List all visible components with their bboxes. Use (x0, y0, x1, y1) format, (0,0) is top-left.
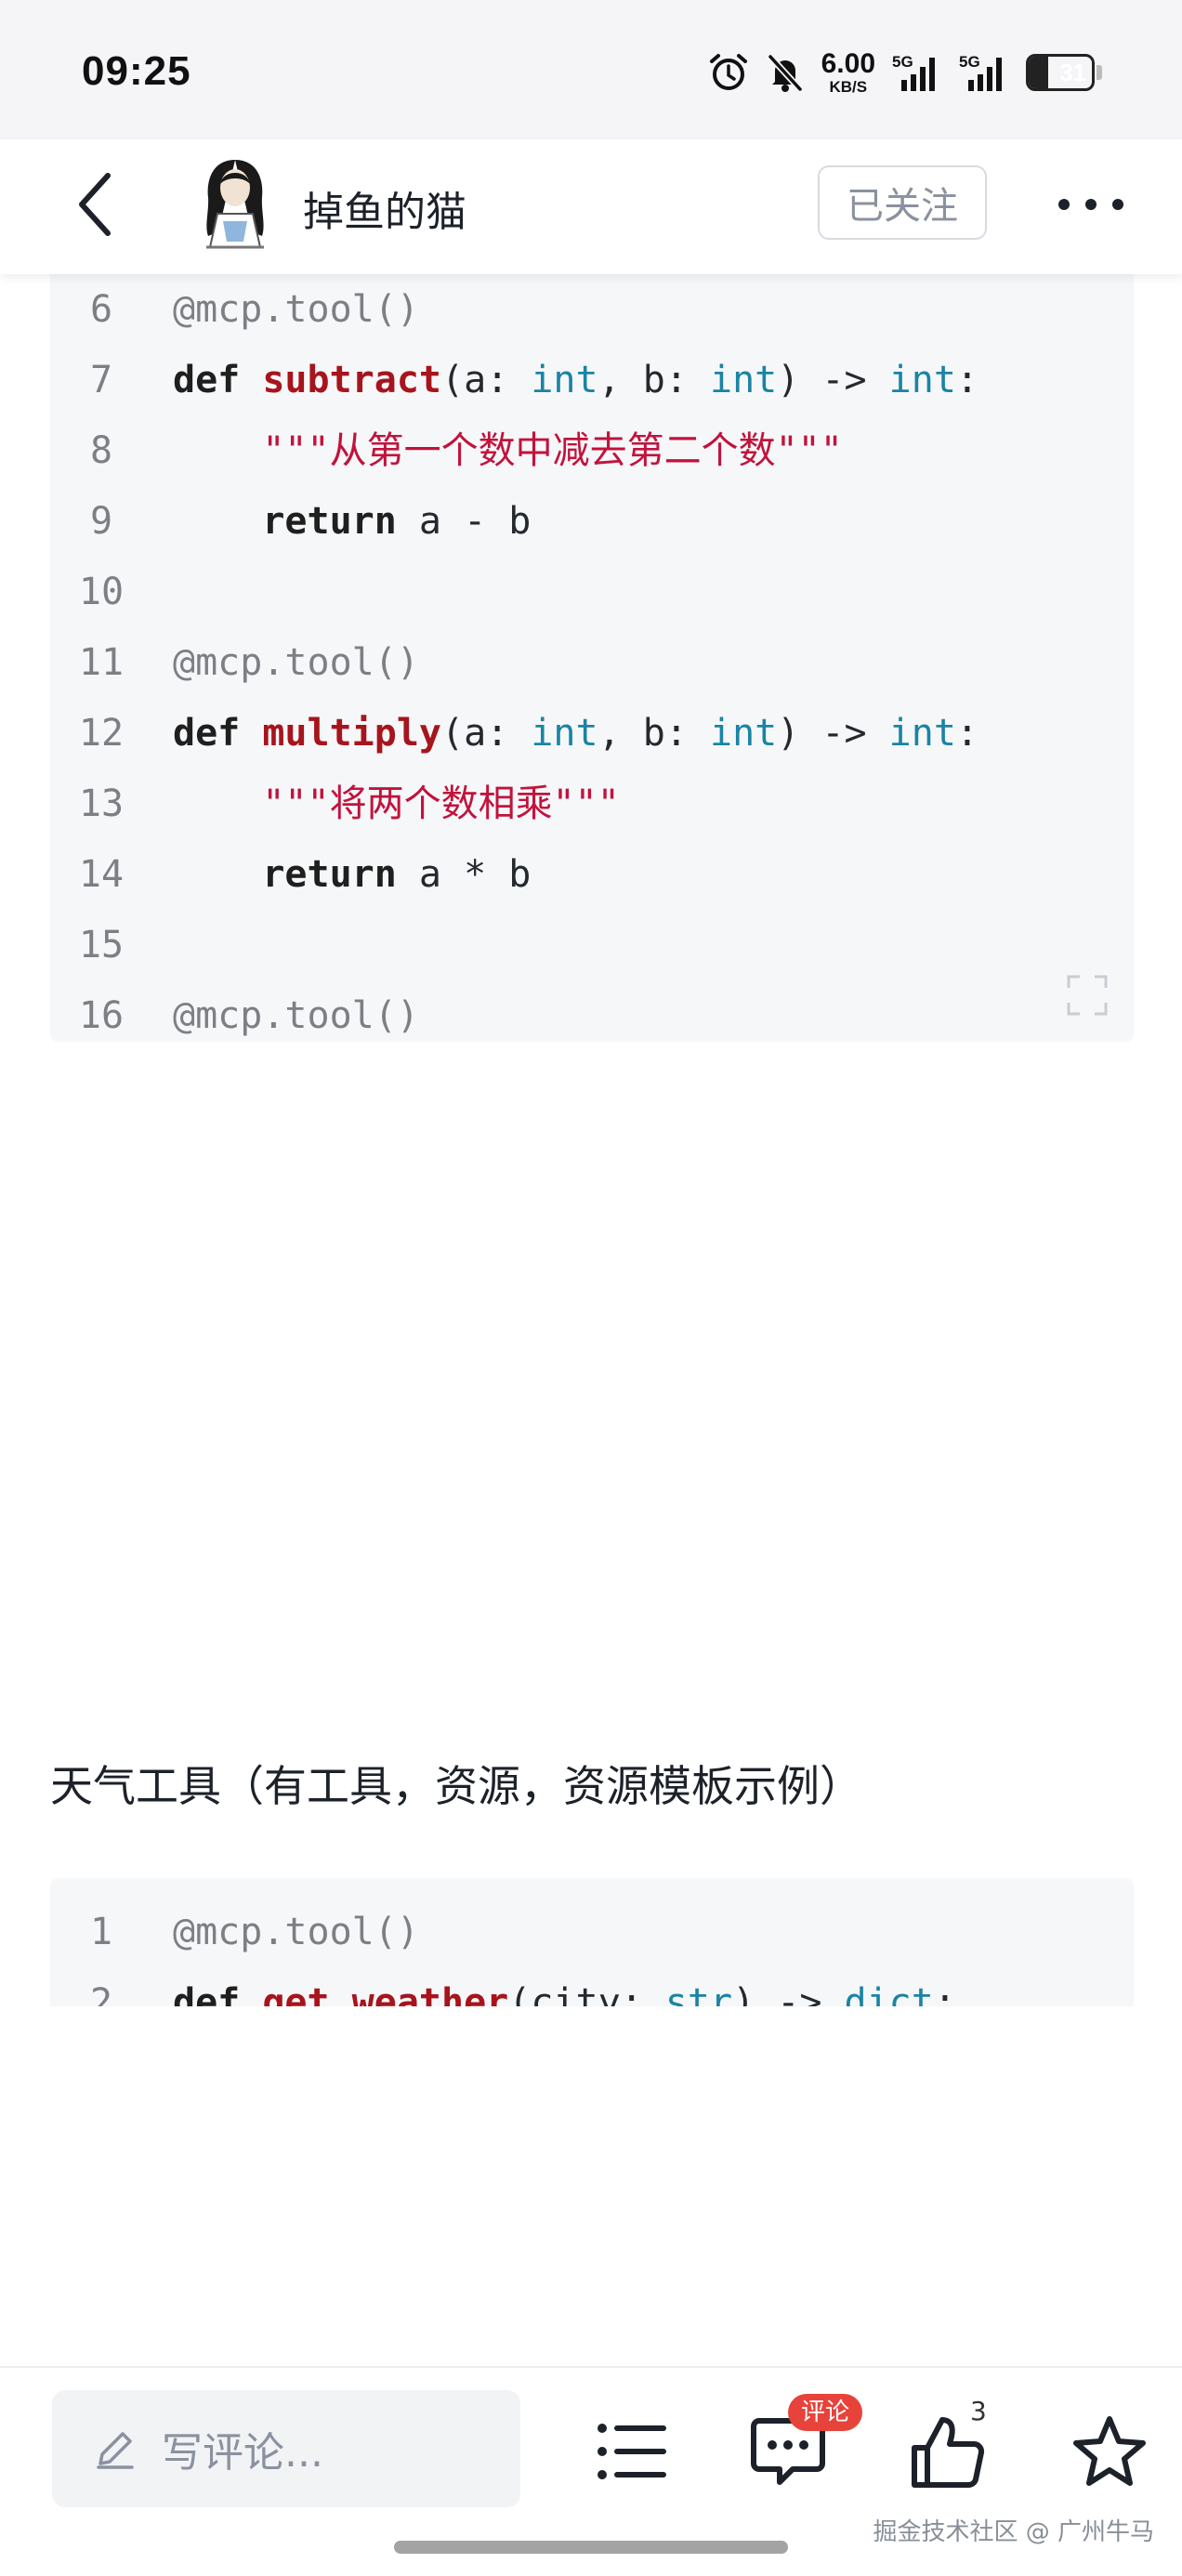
comment-placeholder: 写评论... (162, 2429, 323, 2477)
code-line: 15 (50, 910, 1134, 980)
section-heading: 天气工具（有工具，资源，资源模板示例） (50, 1761, 862, 1811)
code-line: 6 @mcp.tool() (50, 274, 1134, 345)
code-text: return a - b (262, 500, 532, 543)
list-icon (598, 2424, 666, 2479)
thumbs-up-icon (912, 2417, 985, 2488)
battery-level: 31 (1059, 59, 1086, 86)
code-text: """将两个数相乘""" (262, 782, 620, 825)
signal-2-label: 5G (959, 53, 980, 71)
code-text: @mcp.tool() (173, 994, 419, 1037)
code-block[interactable]: 25 mcp.run(transport="stdio")24 # 使用stdi… (50, 265, 1134, 1042)
code-line: 7 def subtract(a: int, b: int) -> int: (50, 345, 1134, 415)
code-text: @mcp.tool() (173, 641, 419, 684)
code-line: 11 @mcp.tool() (50, 627, 1134, 698)
comment-input[interactable]: 写评论... (52, 2390, 520, 2507)
line-number: 2 (89, 1981, 113, 2006)
home-indicator[interactable] (394, 2541, 788, 2554)
signal-5g-icon-2: 5G (959, 53, 1002, 91)
code-text: return a * b (262, 853, 532, 896)
chevron-left-icon (79, 173, 111, 236)
more-dots-icon (1058, 199, 1123, 210)
star-icon (1073, 2416, 1146, 2486)
signal-5g-icon: 5G (892, 53, 935, 91)
battery-icon: 31 (1026, 54, 1095, 91)
network-speed-unit: KB/S (829, 78, 868, 96)
pencil-icon (97, 2432, 134, 2469)
code-line: 14 return a * b (50, 839, 1134, 910)
status-bar: 09:25 6.00 KB/S 5G 5G (0, 0, 1182, 139)
network-speed-value: 6.00 (821, 48, 875, 79)
code-text: def get_weather(city: str) -> dict: (173, 1981, 956, 2006)
code-line: 1 @mcp.tool() (50, 1897, 1134, 1967)
line-number: 8 (89, 429, 113, 472)
favorite-button[interactable] (1065, 2407, 1154, 2496)
code-text: def multiply(a: int, b: int) -> int: (173, 712, 979, 755)
mute-bell-icon (768, 54, 803, 92)
battery-cap (1097, 65, 1102, 80)
alarm-icon (709, 54, 747, 90)
line-number: 11 (78, 641, 125, 684)
like-button[interactable] (903, 2407, 992, 2496)
author-name[interactable]: 掉鱼的猫 (303, 189, 466, 236)
watermark: 掘金技术社区 @ 广州牛马 (873, 2518, 1154, 2546)
signal-1-label: 5G (892, 53, 913, 71)
code-text: def subtract(a: int, b: int) -> int: (173, 359, 979, 401)
more-options-button[interactable] (1054, 177, 1128, 232)
line-number: 7 (89, 359, 113, 401)
code-text: """从第一个数中减去第二个数""" (262, 429, 843, 472)
line-number: 14 (78, 853, 125, 896)
status-time: 09:25 (82, 48, 191, 94)
like-count: 3 (970, 2396, 987, 2426)
status-icons: 6.00 KB/S 5G 5G 31 (708, 50, 1102, 95)
code-text: @mcp.tool() (173, 288, 419, 331)
code-line: 16 @mcp.tool() (50, 980, 1134, 1042)
code-text: @mcp.tool() (173, 1911, 419, 1953)
code-block-2[interactable]: 2 def get_weather(city: str) -> dict: 1 @mc… (50, 1878, 1134, 2006)
code-line: 10 (50, 557, 1134, 627)
network-speed: 6.00 KB/S (821, 48, 875, 96)
follow-button[interactable]: 已关注 (818, 165, 987, 240)
line-number: 9 (89, 500, 113, 543)
catalog-button[interactable] (587, 2407, 676, 2496)
battery-fill (1029, 57, 1049, 88)
code-line: 9 return a - b (50, 486, 1134, 557)
avatar[interactable] (195, 156, 275, 253)
line-number: 16 (78, 994, 125, 1037)
article-header: 掉鱼的猫 已关注 (0, 139, 1182, 274)
code-line: 8 """从第一个数中减去第二个数""" (50, 415, 1134, 486)
line-number: 10 (78, 571, 125, 613)
code-line: 13 """将两个数相乘""" (50, 769, 1134, 839)
line-number: 1 (89, 1911, 113, 1953)
back-button[interactable] (58, 167, 132, 242)
fullscreen-expand-icon[interactable] (1065, 973, 1110, 1018)
code-line: 2 def get_weather(city: str) -> dict: (50, 1967, 1134, 2006)
line-number: 12 (78, 712, 125, 755)
code-line: 12 def multiply(a: int, b: int) -> int: (50, 698, 1134, 769)
comment-badge: 评论 (788, 2394, 863, 2431)
line-number: 13 (78, 782, 125, 825)
line-number: 15 (78, 924, 125, 966)
line-number: 6 (89, 288, 113, 331)
